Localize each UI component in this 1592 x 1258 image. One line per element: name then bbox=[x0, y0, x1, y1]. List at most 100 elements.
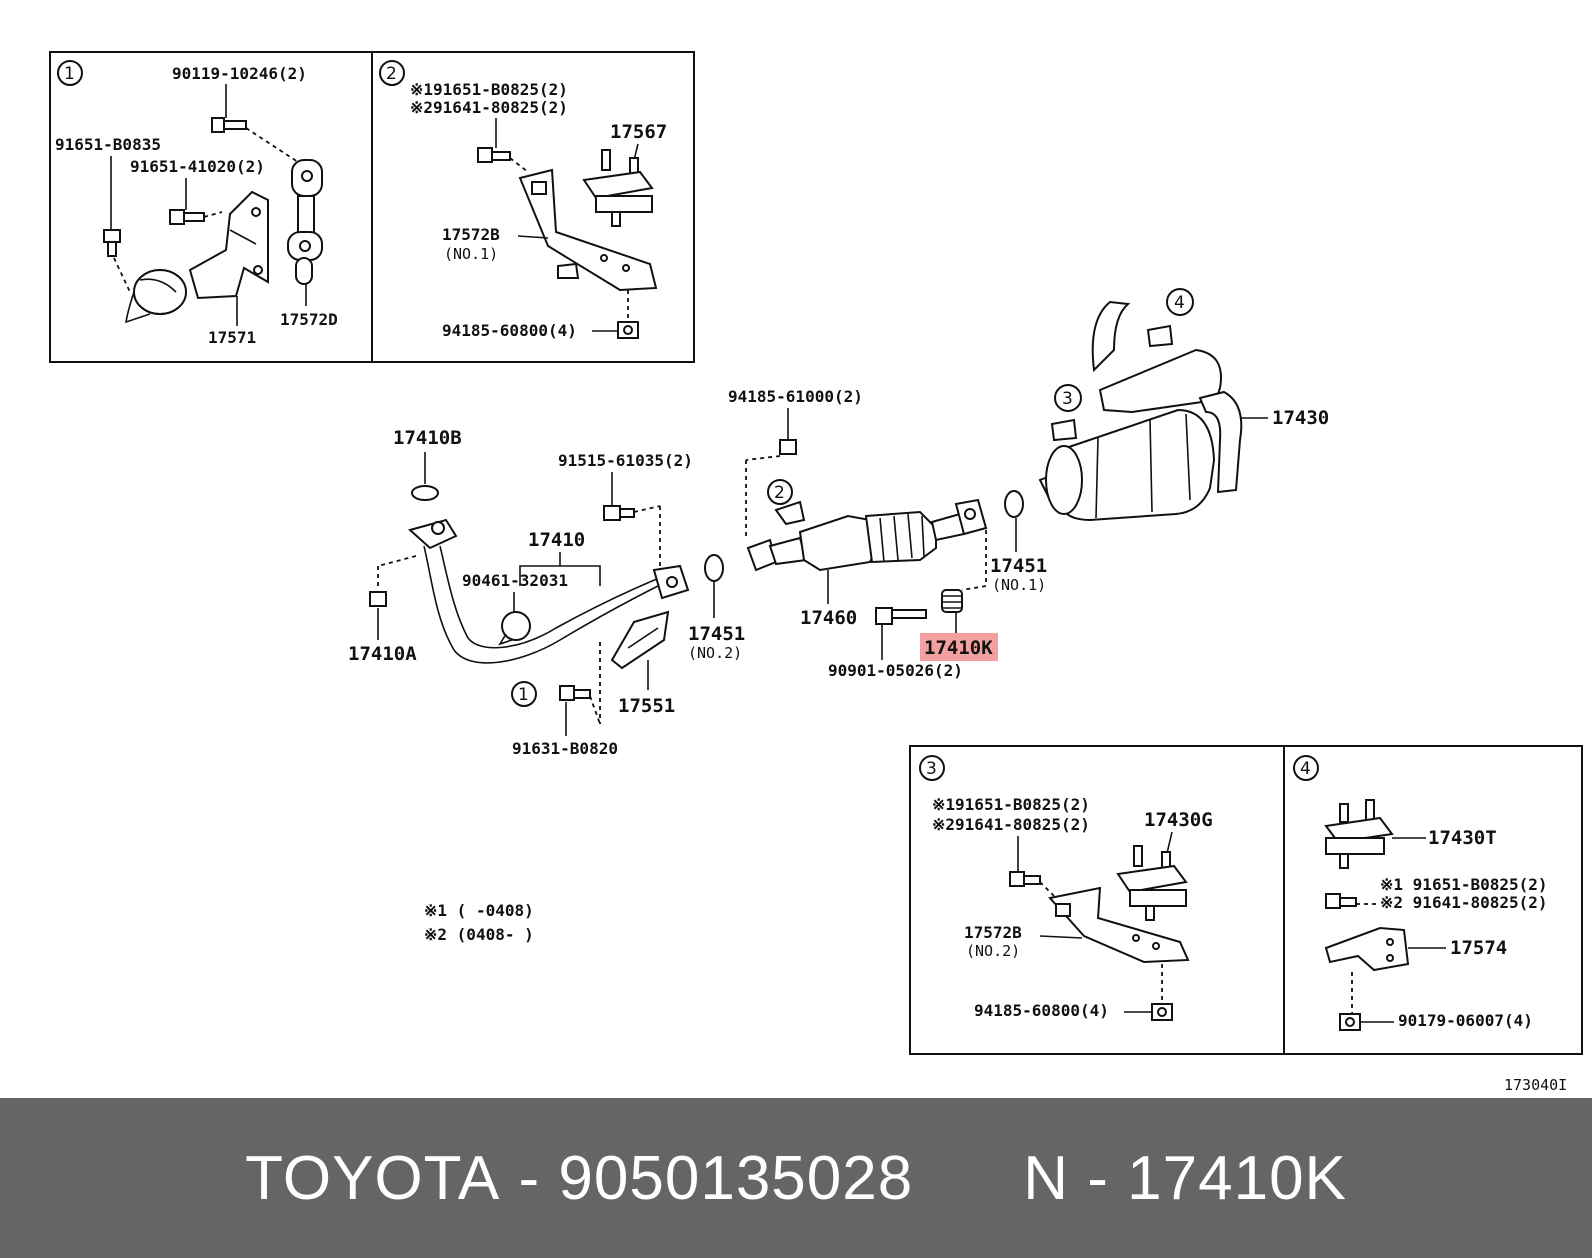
label-17567: 17567 bbox=[610, 121, 667, 143]
bolt-3-icon bbox=[1009, 871, 1041, 887]
circle-ref-4-number: 4 bbox=[1174, 293, 1185, 313]
footer-separator-2: - bbox=[1087, 1143, 1109, 1213]
label-17572B-no1-sub: (NO.1) bbox=[444, 245, 498, 263]
label-17574: 17574 bbox=[1450, 937, 1507, 959]
label-90119-10246: 90119-10246(2) bbox=[172, 64, 307, 83]
circle-ref-3 bbox=[1054, 384, 1082, 412]
gasket-17410B-icon bbox=[411, 485, 439, 501]
bracket-17572B-no1-icon bbox=[518, 168, 658, 292]
inset-4-number: 4 bbox=[1300, 759, 1311, 779]
label-17451-no2: 17451 bbox=[688, 623, 745, 645]
circle-ref-3-number: 3 bbox=[1062, 389, 1073, 409]
label-17451-no1-sub: (NO.1) bbox=[992, 576, 1046, 594]
gasket-17451-no1-icon bbox=[1004, 490, 1024, 518]
footer-space-2 bbox=[1069, 1143, 1087, 1214]
mount-17567-icon bbox=[582, 149, 654, 227]
label-17551: 17551 bbox=[618, 695, 675, 717]
inset-1: 1 90119-10246(2) 91651-B0835 91651-41020… bbox=[49, 51, 373, 363]
circle-ref-1 bbox=[511, 681, 537, 707]
note-2: ※2 (0408- ) bbox=[424, 925, 534, 944]
exhaust-parts-diagram: 1 90119-10246(2) 91651-B0835 91651-41020… bbox=[49, 51, 1583, 1094]
hanger-17572D-icon bbox=[287, 159, 323, 285]
nut-90179-icon bbox=[1339, 1013, 1361, 1031]
footer-ref-prefix: N bbox=[1023, 1143, 1070, 1213]
inset-2: 2 ※191651-B0825(2) ※291641-80825(2) 1756… bbox=[371, 51, 695, 363]
footer-space bbox=[540, 1143, 558, 1214]
spring-17410K-icon bbox=[941, 589, 963, 613]
label-17572D: 17572D bbox=[280, 310, 338, 329]
diagram-code: 173040I bbox=[1504, 1076, 1567, 1094]
main-assembly: 17410B 17410 17410A 90461-32031 bbox=[348, 288, 1329, 758]
highlight-17410K bbox=[920, 633, 998, 661]
bolt-91651-41020-icon bbox=[169, 209, 205, 225]
insulator-17551-icon bbox=[610, 610, 670, 670]
circle-ref-2 bbox=[767, 479, 793, 505]
bolt-90119-icon bbox=[211, 117, 247, 133]
label-91515-61035: 91515-61035(2) bbox=[558, 451, 693, 470]
footer-ref-code: 17410K bbox=[1127, 1143, 1347, 1213]
bolt-91515-icon bbox=[603, 505, 635, 521]
label-17451-no2-sub: (NO.2) bbox=[688, 644, 742, 662]
part-number-footer: TOYOTA - 9050135028 N - 17410K bbox=[0, 1098, 1592, 1258]
footer-separator bbox=[500, 1143, 518, 1214]
inset-3-number-circle bbox=[919, 755, 945, 781]
inset-2-number: 2 bbox=[386, 64, 397, 84]
label-2-b2: ※291641-80825(2) bbox=[410, 98, 568, 117]
label-17451-no1: 17451 bbox=[990, 555, 1047, 577]
nut-94185-61000-icon bbox=[779, 439, 797, 455]
footer-space-3 bbox=[1109, 1143, 1127, 1214]
bracket-17574-icon bbox=[1324, 926, 1410, 972]
inset-1-number-circle bbox=[57, 60, 83, 86]
bolt-91631-icon bbox=[559, 685, 591, 701]
bolt-2-icon bbox=[477, 147, 511, 163]
mount-17430G-icon bbox=[1116, 845, 1188, 921]
label-91631-B0820: 91631-B0820 bbox=[512, 739, 618, 758]
bracket-17572B-no2-icon bbox=[1048, 886, 1190, 964]
label-91651-B0835: 91651-B0835 bbox=[55, 135, 161, 154]
label-17430G: 17430G bbox=[1144, 809, 1213, 831]
muffler-17430-icon bbox=[1038, 300, 1243, 522]
label-17571: 17571 bbox=[208, 328, 256, 347]
bolt-91651-B0835-icon bbox=[103, 229, 121, 257]
bolt-4-icon bbox=[1325, 893, 1357, 909]
circle-ref-1-number: 1 bbox=[518, 685, 529, 705]
inset-3-number: 3 bbox=[926, 759, 937, 779]
label-2-nut: 94185-60800(4) bbox=[442, 321, 577, 340]
footer-oem-number: 9050135028 bbox=[558, 1143, 914, 1213]
label-91651-41020: 91651-41020(2) bbox=[130, 157, 265, 176]
clamp-icon bbox=[124, 269, 187, 324]
label-17430T: 17430T bbox=[1428, 827, 1497, 849]
label-17410: 17410 bbox=[528, 529, 585, 551]
label-90901-05026: 90901-05026(2) bbox=[828, 661, 963, 680]
inset-2-number-circle bbox=[379, 60, 405, 86]
label-17572B-no2-sub: (NO.2) bbox=[966, 942, 1020, 960]
front-pipe-17410-icon bbox=[407, 518, 690, 664]
label-3-b1: ※191651-B0825(2) bbox=[932, 795, 1090, 814]
mount-17430T-icon bbox=[1324, 799, 1394, 869]
bolt-90901-icon bbox=[875, 607, 927, 625]
label-17410K: 17410K bbox=[924, 637, 993, 659]
label-4-nut: 90179-06007(4) bbox=[1398, 1011, 1533, 1030]
clamp-90461-icon bbox=[498, 611, 531, 646]
label-3-b2: ※291641-80825(2) bbox=[932, 815, 1090, 834]
inset-4: 4 17430T ※1 91651-B0825(2) ※2 91641-8082… bbox=[1283, 745, 1583, 1055]
gasket-17451-no2-icon bbox=[704, 554, 724, 582]
inset-3: 3 ※191651-B0825(2) ※291641-80825(2) 1743… bbox=[909, 745, 1285, 1055]
nut-17410A-icon bbox=[369, 591, 387, 607]
footer-brand: TOYOTA bbox=[245, 1143, 501, 1213]
circle-ref-4 bbox=[1166, 288, 1194, 316]
label-17410A: 17410A bbox=[348, 643, 417, 665]
inset-1-number: 1 bbox=[64, 64, 75, 84]
label-90461-32031: 90461-32031 bbox=[462, 571, 568, 590]
nut-94185-icon bbox=[617, 321, 639, 339]
label-4-b1: ※1 91651-B0825(2) bbox=[1380, 875, 1548, 894]
label-17572B-no1: 17572B bbox=[442, 225, 500, 244]
label-4-b2: ※2 91641-80825(2) bbox=[1380, 893, 1548, 912]
label-17410B: 17410B bbox=[393, 427, 462, 449]
footer-separator-1: - bbox=[518, 1143, 541, 1213]
circle-ref-2-number: 2 bbox=[774, 483, 785, 503]
note-1: ※1 ( -0408) bbox=[424, 901, 534, 920]
label-17460: 17460 bbox=[800, 607, 857, 629]
catalytic-converter-17460-icon bbox=[746, 498, 988, 572]
label-2-b1: ※191651-B0825(2) bbox=[410, 80, 568, 99]
